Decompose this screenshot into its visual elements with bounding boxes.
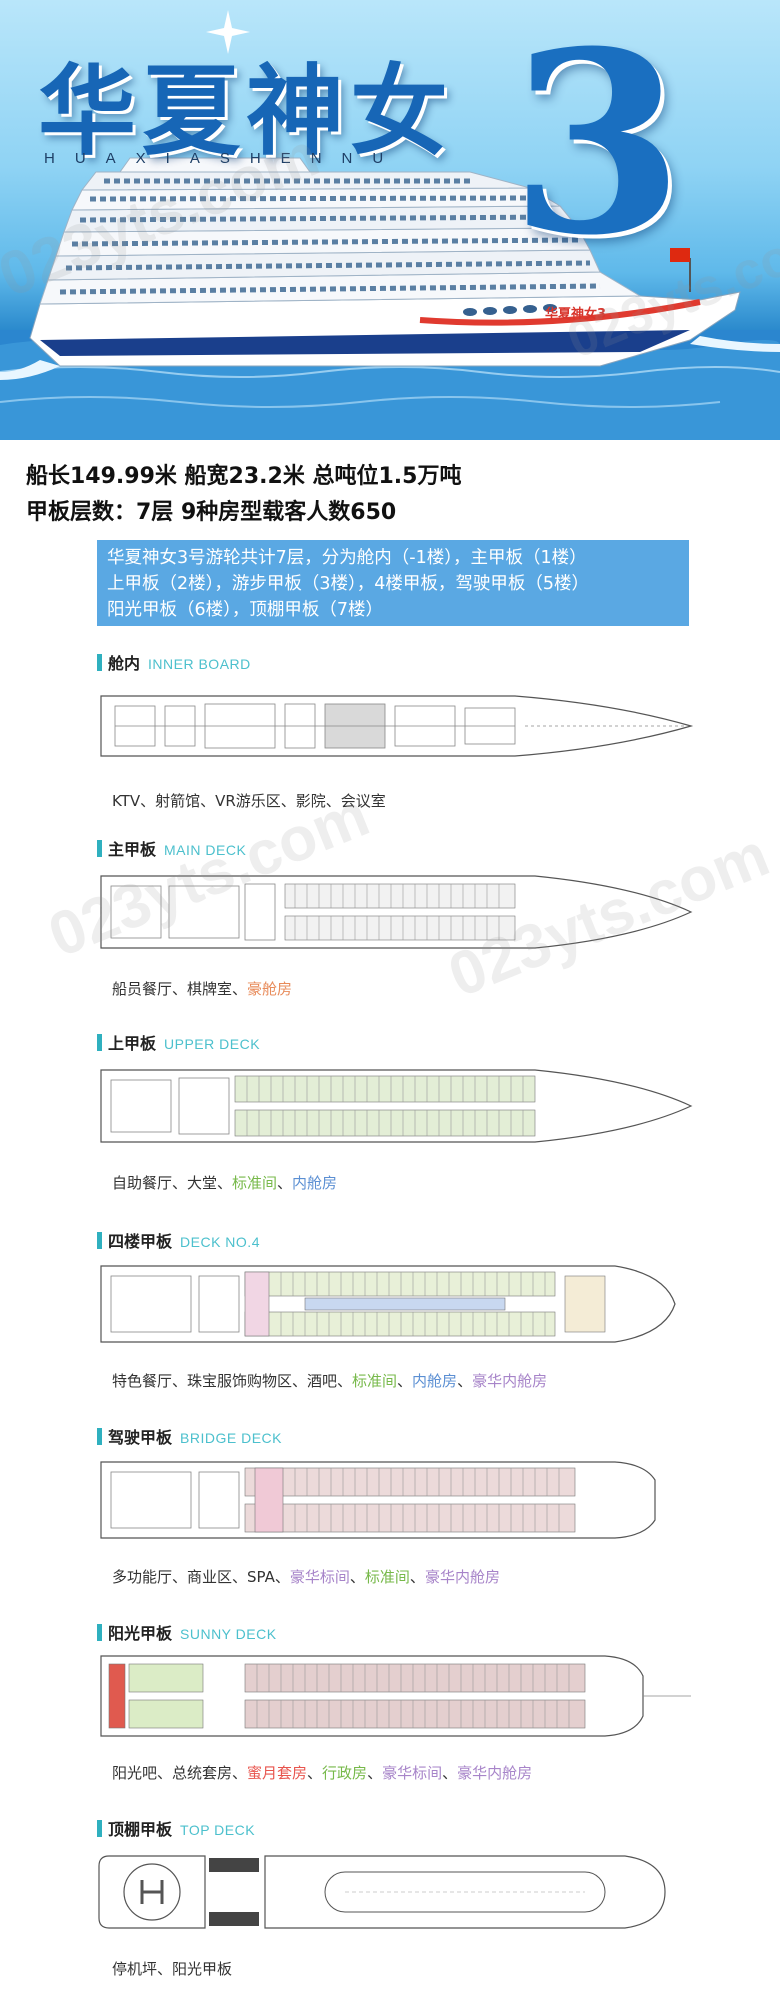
caption-text: 阳光吧、总统套房、 <box>112 1764 248 1782</box>
deckplan-main-deck <box>100 875 693 949</box>
caption-room-type: 豪华标间 <box>382 1764 443 1782</box>
deckplan-top-deck <box>98 1855 666 1929</box>
deck-caption-inner-board: KTV、射箭馆、VR游乐区、影院、会议室 <box>112 790 386 811</box>
caption-separator: 、 <box>442 1764 458 1782</box>
caption-separator: 、 <box>277 1174 293 1192</box>
hull-name: 华夏神女3 <box>545 306 606 322</box>
caption-room-type: 豪华内舱房 <box>472 1372 548 1390</box>
section-bar <box>97 654 102 671</box>
deck-title-main-deck: 主甲板 MAIN DECK <box>97 836 247 859</box>
section-bar <box>97 1624 102 1641</box>
deck-name-en: INNER BOARD <box>148 656 251 672</box>
deck-title-bridge-deck: 驾驶甲板 BRIDGE DECK <box>97 1424 282 1447</box>
hero-banner: 华夏神女3 华夏神女 3 HUAXIASHENNU <box>0 0 780 440</box>
deck-name: 顶棚甲板 <box>108 1820 173 1839</box>
caption-text: 特色餐厅、珠宝服饰购物区、酒吧、 <box>112 1372 353 1390</box>
caption-room-type: 豪华标间 <box>289 1568 350 1586</box>
caption-text: KTV、射箭馆、VR游乐区、影院、会议室 <box>112 792 386 810</box>
deck-title-inner-board: 舱内 INNER BOARD <box>97 650 251 673</box>
deck-caption-deck-4: 特色餐厅、珠宝服饰购物区、酒吧、标准间、内舱房、豪华内舱房 <box>112 1370 547 1391</box>
deck-caption-bridge-deck: 多功能厅、商业区、SPA、豪华标间、标准间、豪华内舱房 <box>112 1566 500 1587</box>
caption-room-type: 豪华内舱房 <box>424 1568 500 1586</box>
deckplan-deck-4 <box>100 1265 676 1343</box>
deck-name-en: TOP DECK <box>180 1822 256 1838</box>
ship-illustration: 华夏神女3 <box>0 10 780 440</box>
flag-icon <box>670 248 690 262</box>
deckplan-upper-deck <box>100 1069 693 1143</box>
caption-text: 船员餐厅、棋牌室、 <box>112 980 248 998</box>
deck-name-en: MAIN DECK <box>164 842 247 858</box>
caption-separator: 、 <box>349 1568 365 1586</box>
caption-text: 自助餐厅、大堂、 <box>112 1174 233 1192</box>
caption-room-type: 内舱房 <box>412 1372 458 1390</box>
sparkle-icon <box>206 10 250 54</box>
deck-caption-top-deck: 停机坪、阳光甲板 <box>112 1958 232 1979</box>
helipad-icon <box>123 1863 181 1921</box>
caption-separator: 、 <box>307 1764 323 1782</box>
deck-title-sunny-deck: 阳光甲板 SUNNY DECK <box>97 1620 277 1643</box>
section-bar <box>97 1820 102 1837</box>
hero-title: 华夏神女 <box>38 55 455 169</box>
intro-line: 华夏神女3号游轮共计7层，分为舱内（-1楼），主甲板（1楼） <box>107 548 587 568</box>
deck-name: 主甲板 <box>108 840 157 859</box>
section-bar <box>97 1034 102 1051</box>
caption-text: 多功能厅、商业区、SPA、 <box>112 1568 290 1586</box>
caption-room-type: 标准间 <box>352 1372 398 1390</box>
spec-line-2: 甲板层数：7层 9种房型载客人数650 <box>26 500 397 525</box>
caption-room-type: 行政房 <box>322 1764 368 1782</box>
deck-name: 阳光甲板 <box>108 1624 173 1643</box>
deck-name-en: BRIDGE DECK <box>180 1430 282 1446</box>
deck-name: 上甲板 <box>108 1034 157 1053</box>
deck-title-upper-deck: 上甲板 UPPER DECK <box>97 1030 261 1053</box>
deckplan-sunny-deck <box>100 1655 691 1737</box>
caption-room-type: 内舱房 <box>292 1174 338 1192</box>
hero-number: 3 <box>510 0 684 290</box>
deck-name: 舱内 <box>108 654 141 673</box>
intro-line: 阳光甲板（6楼），顶棚甲板（7楼） <box>107 600 384 620</box>
caption-text: 停机坪、阳光甲板 <box>112 1960 233 1978</box>
deck-caption-upper-deck: 自助餐厅、大堂、标准间、内舱房 <box>112 1172 337 1193</box>
intro-line: 上甲板（2楼），游步甲板（3楼），4楼甲板，驾驶甲板（5楼） <box>107 574 590 594</box>
caption-room-type: 标准间 <box>232 1174 278 1192</box>
hero-subtitle: HUAXIASHENNU <box>44 150 404 167</box>
deck-name-en: SUNNY DECK <box>180 1626 277 1642</box>
caption-separator: 、 <box>397 1372 413 1390</box>
intro-box: 华夏神女3号游轮共计7层，分为舱内（-1楼），主甲板（1楼） 上甲板（2楼），游… <box>97 540 689 626</box>
caption-room-type: 豪华内舱房 <box>457 1764 533 1782</box>
deck-name-en: DECK NO.4 <box>180 1234 260 1250</box>
hull-stripe <box>40 330 690 356</box>
section-bar <box>97 1428 102 1445</box>
deckplan-bridge-deck <box>100 1461 656 1539</box>
deck-name: 驾驶甲板 <box>108 1428 173 1447</box>
caption-separator: 、 <box>457 1372 473 1390</box>
section-bar <box>97 840 102 857</box>
section-bar <box>97 1232 102 1249</box>
caption-room-type: 豪舱房 <box>247 980 293 998</box>
spec-line-1: 船长149.99米 船宽23.2米 总吨位1.5万吨 <box>26 464 462 489</box>
deck-caption-sunny-deck: 阳光吧、总统套房、蜜月套房、行政房、豪华标间、豪华内舱房 <box>112 1762 532 1783</box>
deck-name: 四楼甲板 <box>108 1232 173 1251</box>
caption-room-type: 标准间 <box>364 1568 410 1586</box>
deckplan-inner-board <box>100 695 694 757</box>
caption-separator: 、 <box>367 1764 383 1782</box>
deck-title-deck-4: 四楼甲板 DECK NO.4 <box>97 1228 260 1251</box>
cabin-windows <box>59 178 601 295</box>
caption-separator: 、 <box>409 1568 425 1586</box>
deck-caption-main-deck: 船员餐厅、棋牌室、豪舱房 <box>112 978 292 999</box>
deck-title-top-deck: 顶棚甲板 TOP DECK <box>97 1816 256 1839</box>
caption-room-type: 蜜月套房 <box>247 1764 308 1782</box>
deck-name-en: UPPER DECK <box>164 1036 261 1052</box>
